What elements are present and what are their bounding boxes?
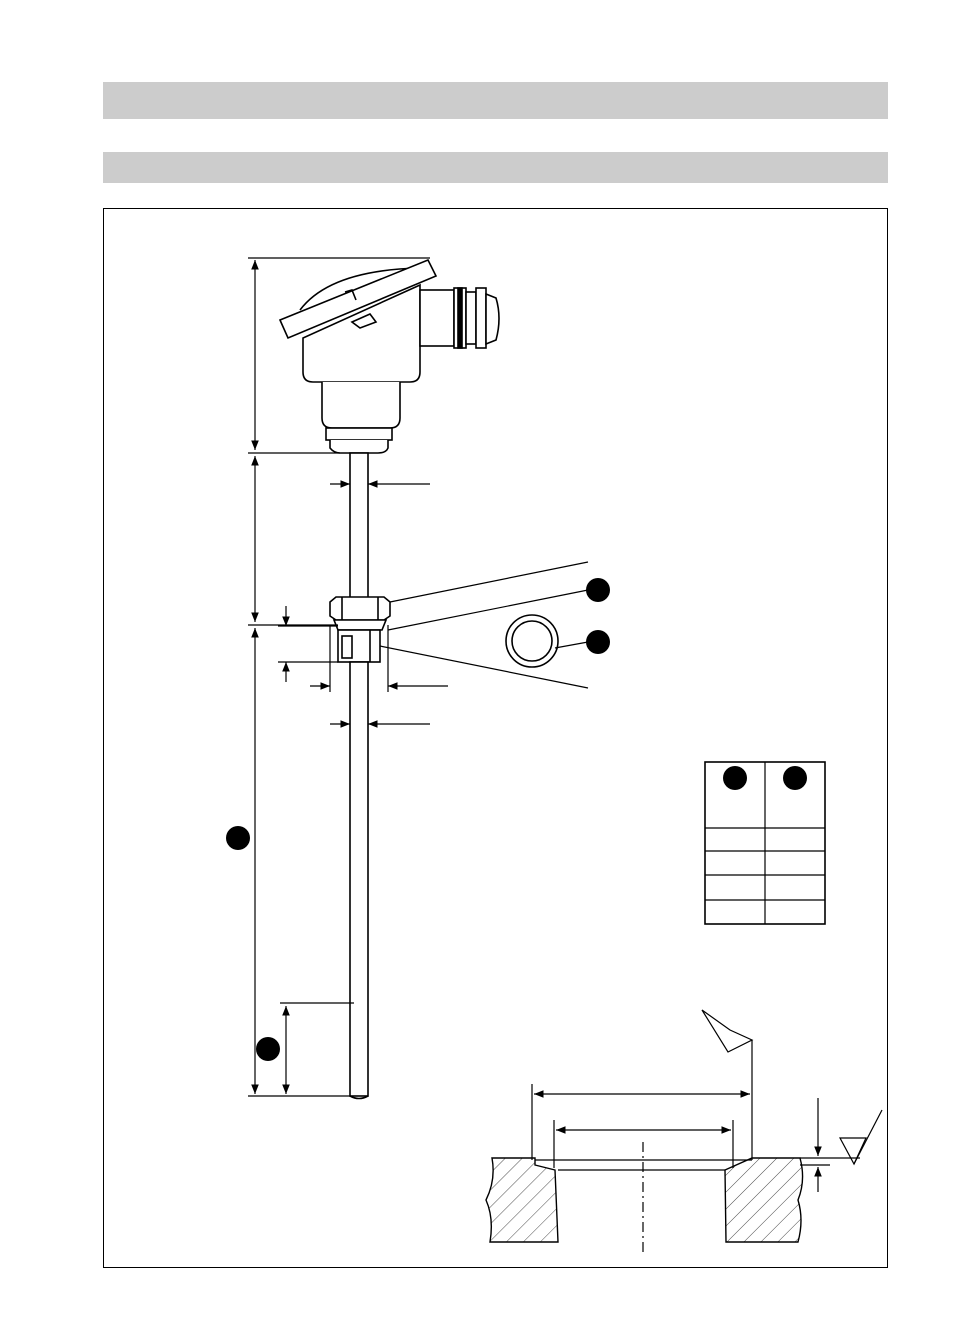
header-band-sub (103, 152, 888, 183)
dimension-lines (248, 257, 589, 1097)
header-band-top (103, 82, 888, 119)
sealing-ring (505, 614, 559, 668)
thermometer-head (278, 258, 500, 454)
callout-1 (586, 578, 610, 602)
callout-3 (226, 826, 250, 850)
table-header-icon-b (783, 766, 807, 790)
callout-2 (586, 630, 610, 654)
callout-4 (256, 1037, 280, 1061)
callouts (226, 578, 610, 1061)
sensor-stem (329, 452, 391, 1100)
dimension-table (704, 761, 826, 925)
table-header-icon-a (723, 766, 747, 790)
weld-boss-section (485, 1009, 883, 1256)
drawing-frame (103, 208, 888, 1268)
